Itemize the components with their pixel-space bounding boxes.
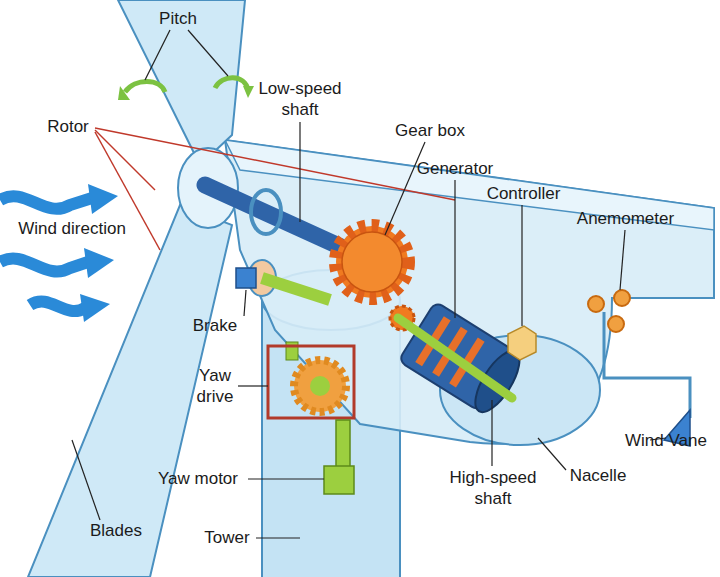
leader-line — [620, 230, 625, 290]
wind-arrow — [0, 196, 92, 209]
leader-line — [188, 30, 228, 76]
yaw-highlight-box — [268, 346, 354, 418]
yaw-gear — [294, 360, 346, 412]
wind-arrow — [0, 259, 88, 272]
leader-line — [454, 180, 455, 318]
nacelle-top-panel — [225, 140, 714, 230]
generator-group — [398, 301, 528, 418]
wind-arrowhead — [84, 248, 114, 278]
leader-line — [521, 205, 522, 326]
anemometer-cup — [608, 316, 624, 332]
shaft-bearing — [251, 190, 281, 234]
part-label: Low-speed shaft — [250, 78, 350, 120]
part-label: High-speed shaft — [438, 467, 548, 509]
leader-line — [385, 142, 425, 235]
part-label: Gear box — [388, 120, 472, 141]
part-label: Generator — [405, 158, 505, 179]
gearbox-gear-teeth — [336, 226, 408, 298]
leader-line — [72, 440, 100, 520]
part-label: Wind Vane — [612, 430, 720, 451]
leader-line — [238, 385, 268, 386]
part-label: Controller — [476, 183, 571, 204]
leader-line — [491, 400, 492, 466]
controller-box — [508, 326, 536, 360]
part-label: Yaw motor — [146, 468, 250, 489]
pitch-arrow — [125, 82, 165, 93]
part-label: Anemometer — [563, 208, 688, 229]
part-label: Pitch — [150, 8, 206, 29]
gearbox-gear — [342, 232, 402, 292]
leader-line — [244, 290, 246, 316]
leader-line — [145, 30, 170, 80]
brake-shaft — [262, 278, 330, 300]
part-label: Blades — [84, 520, 148, 541]
anemometer-cup — [614, 290, 630, 306]
yaw-gear-hub — [310, 376, 330, 396]
wind-arrowhead — [88, 184, 118, 214]
wind-arrow — [30, 301, 85, 311]
nacelle-housing — [225, 140, 714, 444]
yaw-motor — [324, 466, 354, 494]
brake-caliper — [236, 268, 256, 288]
part-label: Yaw drive — [188, 365, 242, 407]
pitch-arrowhead — [243, 86, 254, 98]
low-speed-shaft — [205, 185, 352, 252]
leader-lines — [72, 30, 666, 538]
leader-line — [299, 122, 300, 222]
part-label: Rotor — [38, 116, 98, 137]
pitch-arrowhead — [118, 86, 130, 100]
rotor-indicator-line — [95, 130, 155, 190]
upper-blade — [118, 0, 245, 165]
leader-line — [248, 478, 324, 479]
wind-arrowhead — [80, 294, 110, 322]
high-speed-shaft — [398, 318, 512, 398]
leader-line — [256, 537, 300, 538]
leader-line — [538, 438, 566, 470]
yaw-motor-shaft — [336, 420, 350, 470]
anemometer-cup — [588, 296, 604, 312]
pitch-arrow — [215, 78, 248, 90]
part-label: Tower — [198, 527, 256, 548]
part-label: Brake — [186, 315, 244, 336]
part-label: Nacelle — [560, 465, 636, 486]
part-label: Wind direction — [2, 218, 142, 239]
sensor-mast — [604, 312, 690, 418]
